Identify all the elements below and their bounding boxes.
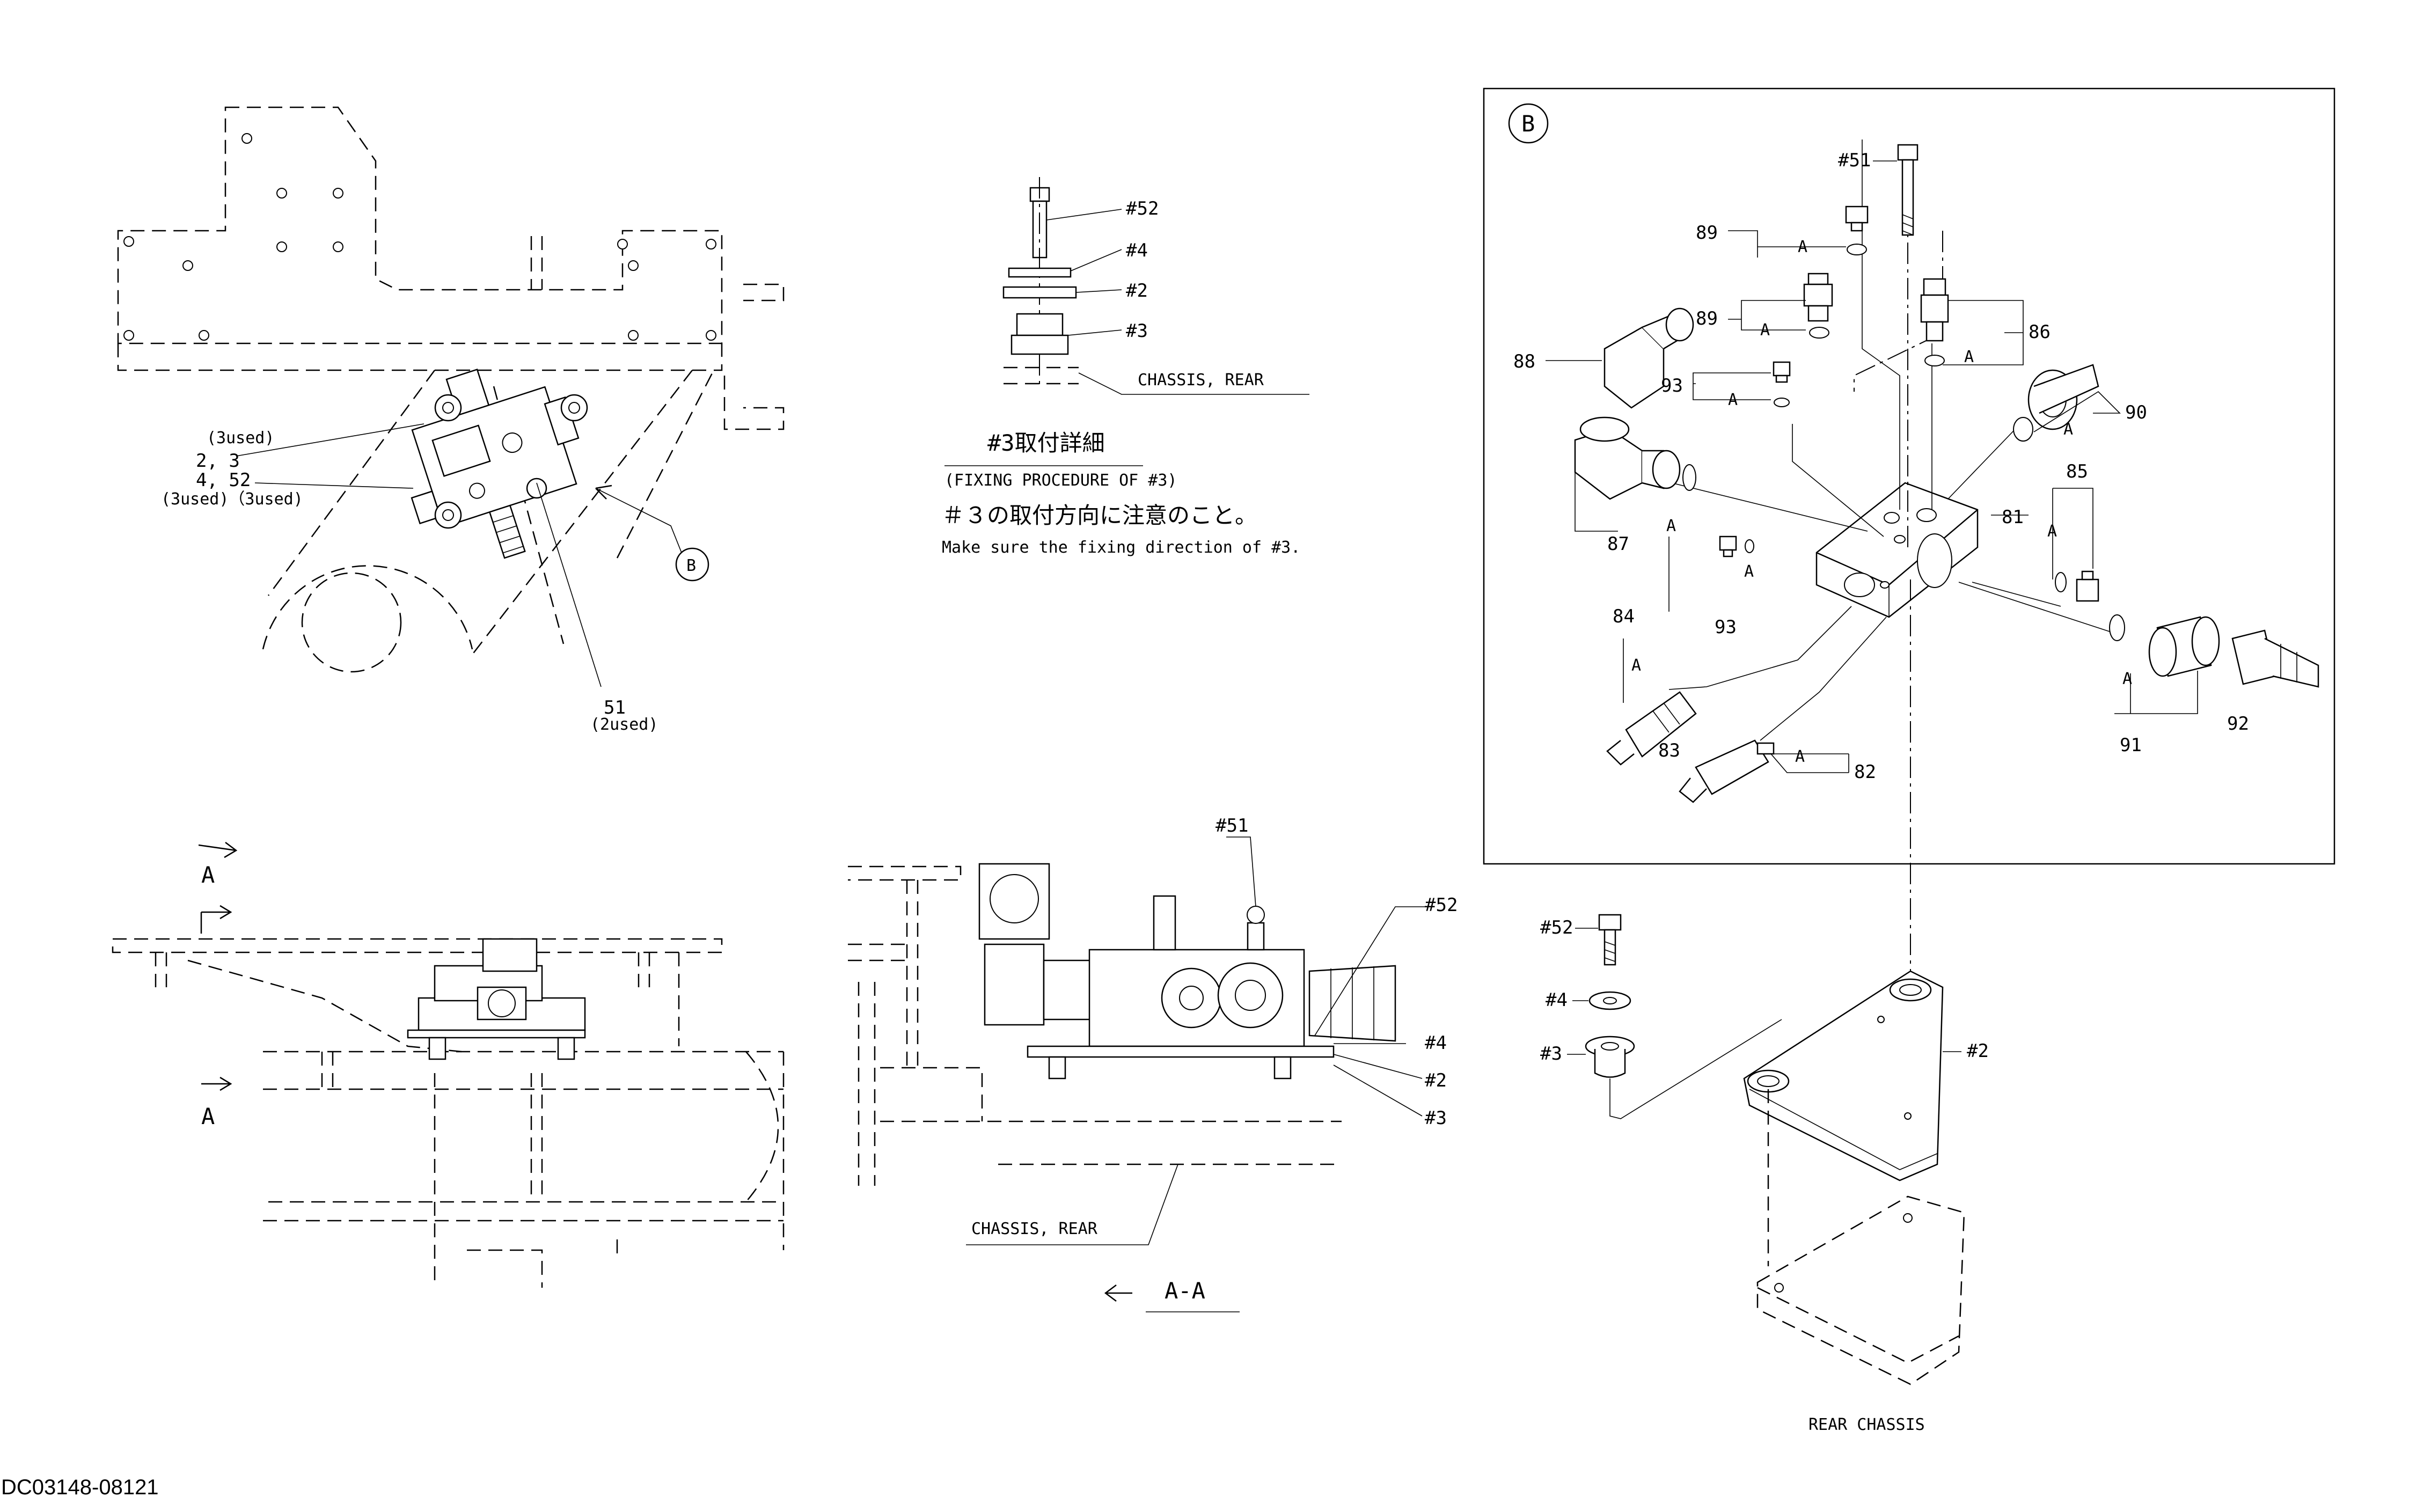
fitting-86 [1920,278,1949,366]
fixing-title-jp: #3取付詳細 [987,430,1105,456]
fixing-title-en: (FIXING PROCEDURE OF #3) [944,471,1177,490]
fixing-note-jp: ＃３の取付方向に注意のこと。 [942,502,1257,529]
frame-lower-outline [117,343,723,371]
item-93-mid: 93 [1715,616,1737,638]
valve-bolts-plan [434,394,588,529]
manifold-block-81 [1815,482,1979,618]
aa-label-52: #52 [1425,894,1458,916]
detail-b-marker [675,547,709,582]
item-87: 87 [1607,533,1629,555]
section-view-a-a: #51 #52 #4 #2 #3 CHASSIS, REAR A-A [848,815,1458,1312]
fixing-note-en: Make sure the fixing direction of #3. [942,538,1300,557]
detail-b-label-51: #51 [1838,150,1871,171]
plug-89-top [1845,205,1869,255]
section-mark-top: A [201,862,215,888]
item-82: 82 [1854,761,1876,783]
port-label-a-1: A [1798,238,1807,256]
port-label-a-4: A [1964,348,1974,366]
plan-view-top-left: B (3used) 2, 3 4, 52 (3used)（3used) 51 (… [117,106,785,734]
rear-chassis-plate [1756,1195,1965,1385]
item-88: 88 [1513,351,1535,372]
hose-barb-92 [2231,629,2319,688]
frame-plate-outline [117,106,723,344]
mount-label-rear-chassis: REAR CHASSIS [1808,1415,1925,1434]
detail-b-frame [1483,87,2335,865]
solenoid-83 [1679,739,1775,803]
item-81: 81 [2002,507,2024,528]
mount-bracket-2 [1743,970,1944,1181]
valve-section-aa [978,863,1396,1080]
section-mark-bottom: A [201,1103,215,1129]
elbow-88 [1603,307,1694,409]
plug-93-mid [1719,535,1754,557]
mount-label-4: #4 [1546,989,1568,1011]
aa-label-2: #2 [1425,1070,1447,1091]
mount-label-52: #52 [1540,917,1573,938]
item-93-top: 93 [1661,375,1683,397]
callout-4-52-qty: (3used)（3used) [161,490,303,509]
fixing-label-52: #52 [1126,198,1159,219]
item-85: 85 [2066,461,2088,482]
port-label-a-8: A [2047,522,2057,541]
mount-detail: #52 #4 #3 #2 [1540,914,1989,1434]
mount-label-2: #2 [1967,1040,1989,1062]
fitting-89-mid [1803,273,1833,339]
port-label-a-7: A [1744,562,1754,581]
callout-51: 51 [604,697,626,718]
mount-bolt-52 [1598,914,1622,966]
detail-b-title: B [1521,111,1535,137]
port-label-a-10: A [1631,656,1641,675]
item-84: 84 [1613,606,1635,627]
callout-2-3: 2, 3 [196,450,240,472]
port-label-a-9: A [2122,670,2132,688]
item-92: 92 [2227,713,2249,735]
mount-collar-3 [1585,1036,1635,1078]
fixing-label-2: #2 [1126,280,1148,302]
callout-51-qty: (2used) [590,715,658,734]
plate-holes [123,133,716,341]
aa-label-chassis: CHASSIS, REAR [971,1220,1098,1238]
port-label-a-5: A [2063,420,2073,439]
plug-93-top [1773,361,1791,407]
fixing-label-3: #3 [1126,320,1148,342]
aa-label-3: #3 [1425,1107,1447,1129]
item-89-mid: 89 [1696,308,1718,329]
bolt-51 [1897,144,1919,236]
mount-label-3: #3 [1540,1043,1562,1065]
port-label-a-3: A [1728,391,1738,409]
elevation-view-bottom-left: A A [112,842,785,1288]
detail-b-box: B #51 [1483,87,2335,1127]
cartridge-84 [1606,691,1697,766]
drawing-number: DC03148-08121 [1,1476,159,1499]
fixing-label-4: #4 [1126,240,1148,261]
item-86: 86 [2029,321,2051,343]
detail-b-marker-label: B [686,556,696,575]
item-90: 90 [2125,402,2147,423]
port-label-a-11: A [1795,747,1805,766]
fixing-label-chassis: CHASSIS, REAR [1138,371,1264,390]
item-83: 83 [1658,740,1680,761]
fitting-91 [2109,614,2220,677]
valve-assembly-plan [411,368,580,559]
fitting-90 [2013,364,2099,442]
aa-label-4: #4 [1425,1032,1447,1054]
valve-elevation [407,938,586,1060]
aa-section-title: A-A [1165,1278,1205,1304]
aa-label-51: #51 [1216,815,1248,836]
callout-4-52: 4, 52 [196,469,251,491]
callout-2-3-qty: (3used) [207,429,274,447]
elbow-87 [1574,416,1696,500]
fixing-detail: #52 #4 #2 #3 CHASSIS, REAR #3取付詳細 (FIXIN… [942,177,1309,557]
item-89-top: 89 [1696,222,1718,244]
port-label-a-2: A [1760,321,1770,340]
item-91: 91 [2120,735,2142,756]
plug-85 [2055,570,2099,602]
port-label-a-6: A [1666,517,1676,535]
